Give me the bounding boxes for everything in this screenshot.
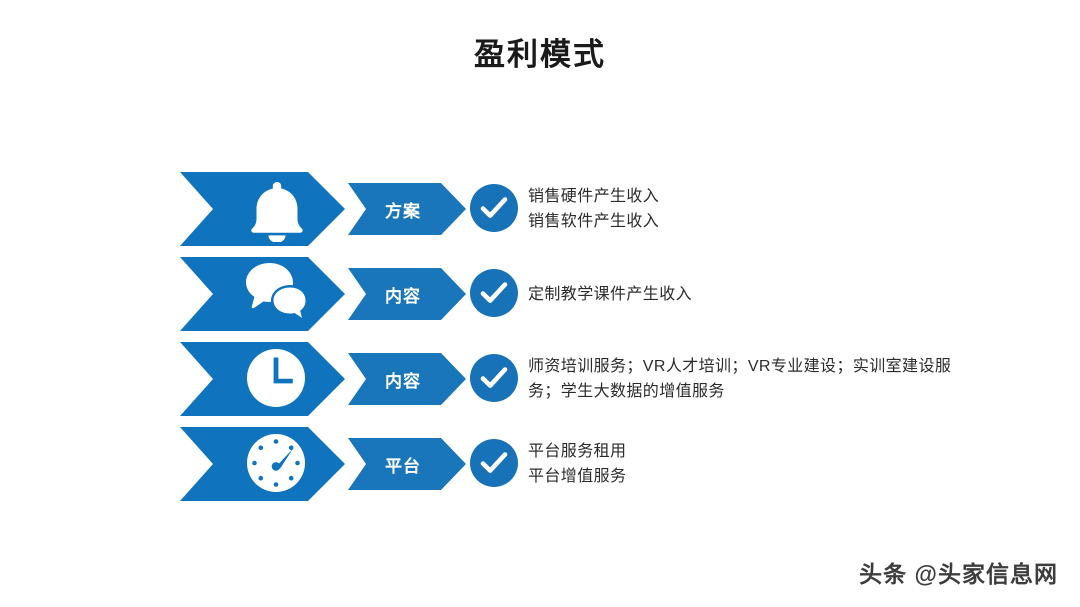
row-description: 销售硬件产生收入销售软件产生收入 — [528, 172, 958, 246]
check-circle-icon — [470, 184, 518, 232]
main-chevron — [180, 257, 345, 331]
label-chevron[interactable] — [348, 353, 466, 405]
category-label: 平台 — [385, 456, 421, 476]
label-chevron[interactable] — [348, 183, 466, 235]
category-label: 方案 — [385, 201, 421, 221]
page-title: 盈利模式 — [474, 37, 606, 72]
row-description: 师资培训服务；VR人才培训；VR专业建设；实训室建设服务；学生大数据的增值服务 — [528, 342, 958, 416]
description-line: 销售硬件产生收入 — [528, 188, 660, 205]
diagram-row: 方案 销售硬件产生收入销售软件产生收入 — [0, 172, 1080, 246]
check-circle-icon — [470, 439, 518, 487]
row-description: 平台服务租用平台增值服务 — [528, 427, 958, 501]
description-line: 定制教学课件产生收入 — [528, 285, 693, 303]
check-circle-icon — [470, 269, 518, 317]
category-label: 内容 — [385, 286, 421, 306]
main-chevron — [180, 342, 345, 416]
check-circle-icon — [470, 354, 518, 402]
label-chevron[interactable] — [348, 438, 466, 490]
category-label: 内容 — [385, 371, 421, 391]
main-chevron — [180, 427, 345, 501]
diagram-row: 内容 师资培训服务；VR人才培训；VR专业建设；实训室建设服务；学生大数据的增值服… — [0, 342, 1080, 416]
row-description: 定制教学课件产生收入 — [528, 257, 958, 331]
description-line: 销售软件产生收入 — [528, 213, 660, 230]
diagram-row: 内容 定制教学课件产生收入 — [0, 257, 1080, 331]
description-line: 师资培训服务；VR人才培训；VR专业建设；实训室建设服务；学生大数据的增值服务 — [528, 358, 952, 400]
watermark: 头条 @头家信息网 — [859, 561, 1058, 587]
main-chevron — [180, 172, 345, 246]
label-chevron[interactable] — [348, 268, 466, 320]
description-line: 平台服务租用 — [528, 443, 627, 460]
description-line: 平台增值服务 — [528, 468, 627, 485]
diagram-row: 平台 平台服务租用平台增值服务 — [0, 427, 1080, 501]
